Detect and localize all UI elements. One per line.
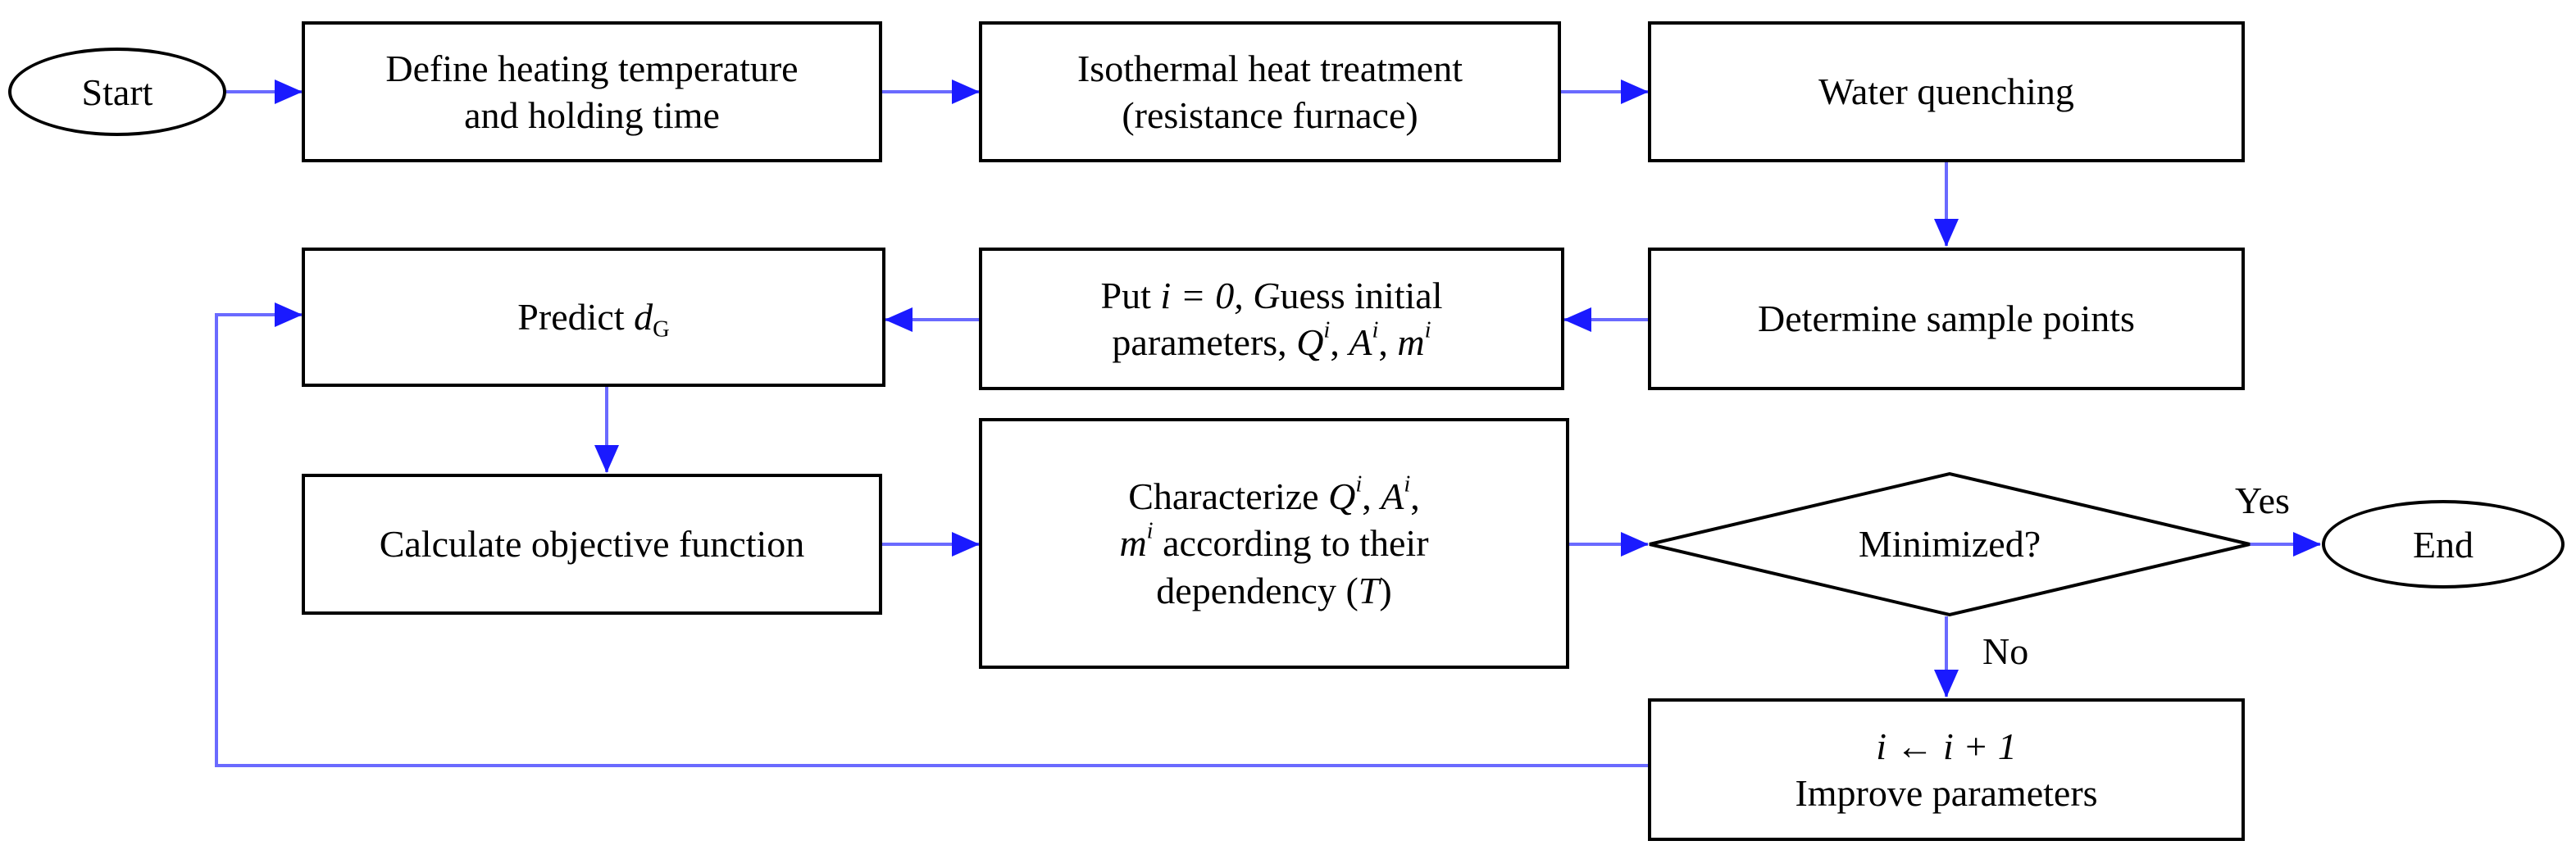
guess-line2: parameters, Qi, Ai, mi [1112, 317, 1431, 363]
no-label: No [1982, 630, 2029, 672]
characterize-line3: dependency (T) [1156, 569, 1392, 611]
start-node: Start [8, 48, 226, 136]
isothermal-line1: Isothermal heat treatment [1076, 47, 1463, 89]
guess-parameters-box: Put i = 0, Guess initial parameters, Qi,… [979, 248, 1564, 390]
determine-label: Determine sample points [1758, 298, 2135, 340]
define-temperature-box: Define heating temperature and holding t… [302, 21, 882, 162]
determine-sample-points-box: Determine sample points [1648, 248, 2245, 390]
minimized-decision [1649, 471, 2251, 617]
characterize-parameters-box: Characterize Qi, Ai, mi according to the… [979, 418, 1569, 669]
start-label: Start [81, 70, 153, 113]
water-quenching-box: Water quenching [1648, 21, 2245, 162]
predict-dg-box: Predict dG [302, 248, 885, 387]
end-label: End [2412, 523, 2474, 566]
characterize-line1: Characterize Qi, Ai, [1128, 471, 1420, 517]
characterize-line2: mi according to their [1119, 518, 1429, 565]
improve-parameters-box: i ← i + 1 Improve parameters [1648, 698, 2245, 841]
yes-label: Yes [2235, 479, 2290, 521]
guess-line1: Put i = 0, Guess initial [1100, 274, 1443, 316]
minimized-label: Minimized? [1858, 523, 2041, 565]
calculate-label: Calculate objective function [379, 523, 805, 566]
isothermal-heat-treatment-box: Isothermal heat treatment (resistance fu… [979, 21, 1561, 162]
isothermal-line2: (resistance furnace) [1122, 94, 1418, 136]
arrow-loop-improve-predict [215, 302, 1648, 767]
define-line1: Define heating temperature [385, 47, 799, 89]
calculate-objective-box: Calculate objective function [302, 474, 882, 615]
define-line2: and holding time [464, 94, 720, 136]
improve-line2: Improve parameters [1795, 772, 2098, 814]
predict-label: Predict dG [517, 296, 670, 343]
end-node: End [2322, 500, 2565, 589]
improve-line1: i ← i + 1 [1876, 725, 2017, 767]
water-quenching-label: Water quenching [1818, 70, 2074, 113]
